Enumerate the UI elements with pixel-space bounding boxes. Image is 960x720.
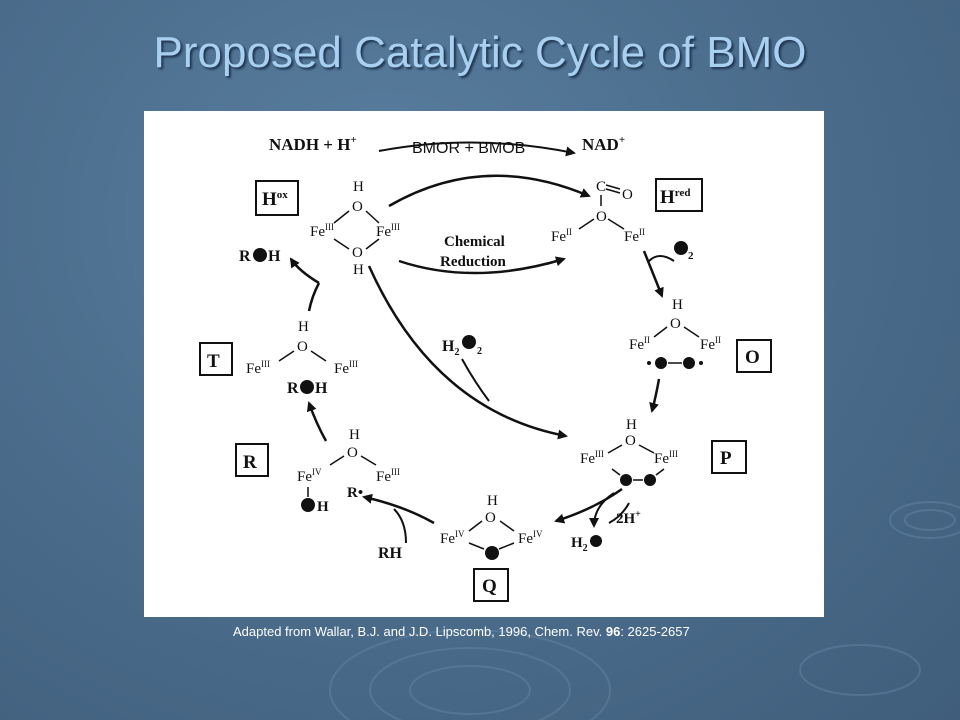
svg-text:O: O	[485, 510, 496, 526]
svg-text:FeII: FeII	[629, 335, 650, 353]
p-to-q-arrow	[554, 487, 623, 524]
t-structure: H O FeIII FeIII R H	[246, 319, 358, 397]
h2o2-label: H2 2	[442, 335, 482, 358]
state-hox-label: Hox	[262, 189, 288, 210]
h2o-product: H2	[571, 535, 602, 554]
svg-text:H: H	[353, 179, 364, 195]
h2o2-feed-arrow	[461, 358, 490, 402]
chemical-reduction-label-1: Chemical	[444, 234, 505, 250]
svg-text:H: H	[349, 427, 360, 443]
reduction-arrow-top	[388, 174, 591, 208]
svg-text:FeIII: FeIII	[376, 222, 400, 240]
state-box-r	[235, 443, 269, 477]
svg-text:FeIV: FeIV	[297, 467, 322, 485]
o-structure: H O FeII FeII	[629, 297, 721, 369]
state-box-q	[473, 568, 509, 602]
state-box-hred	[655, 178, 703, 212]
rh-feed-arrow	[393, 508, 407, 544]
svg-text:FeIII: FeIII	[310, 222, 334, 240]
svg-text:O: O	[670, 316, 681, 332]
citation-pages: : 2625-2657	[620, 624, 690, 639]
hred-to-o-arrow	[642, 250, 664, 298]
svg-text:C: C	[596, 179, 606, 195]
svg-text:2: 2	[477, 346, 482, 357]
t-to-hox-arrow	[289, 257, 320, 285]
o2-dot	[674, 241, 688, 255]
svg-text:H: H	[315, 380, 328, 397]
o2-feed-arrow	[648, 255, 675, 262]
o-to-p-arrow	[649, 378, 661, 413]
nadh-label: NADH + H+	[269, 134, 357, 154]
svg-text:R: R	[239, 248, 251, 265]
svg-text:H: H	[268, 248, 281, 265]
q-structure: H O FeIV FeIV	[440, 493, 543, 560]
state-box-t	[199, 342, 233, 376]
svg-text:FeIII: FeIII	[246, 359, 270, 377]
svg-text:H: H	[298, 319, 309, 335]
h2o-release-arrow	[589, 492, 615, 528]
svg-text:FeIV: FeIV	[518, 529, 543, 547]
svg-text:FeIII: FeIII	[334, 359, 358, 377]
chemical-reduction-label-2: Reduction	[440, 254, 506, 270]
nadh-to-nad-arrow	[378, 141, 576, 157]
svg-text:O: O	[297, 339, 308, 355]
svg-text:O: O	[352, 245, 363, 261]
catalytic-cycle-figure: NADH + H+ BMOR + BMOB NAD+ Chemical Redu…	[144, 111, 824, 617]
svg-text:O: O	[622, 187, 633, 203]
svg-text:FeII: FeII	[624, 227, 645, 245]
hox-to-p-shunt-arrow	[367, 265, 568, 440]
o2-subscript: 2	[688, 250, 694, 262]
nad-label: NAD+	[582, 134, 625, 154]
svg-text:O: O	[625, 433, 636, 449]
svg-text:O: O	[596, 209, 607, 225]
svg-text:H: H	[353, 262, 364, 278]
state-hred-label: Hred	[660, 187, 690, 208]
svg-text:R: R	[287, 380, 299, 397]
svg-text:H: H	[626, 417, 637, 433]
svg-text:H: H	[487, 493, 498, 509]
two-h-label: 2H+	[616, 509, 641, 527]
hox-structure: H O O H FeIII FeIII	[310, 179, 400, 278]
rh-label: RH	[378, 545, 403, 562]
state-box-o	[736, 339, 772, 373]
svg-text:FeIV: FeIV	[440, 529, 465, 547]
svg-text:H2: H2	[442, 338, 459, 358]
svg-text:FeIII: FeIII	[376, 467, 400, 485]
r-to-t-arrow	[306, 401, 328, 442]
state-box-hox	[255, 180, 299, 216]
svg-text:FeIII: FeIII	[654, 449, 678, 467]
state-box-p	[711, 440, 747, 474]
state-r-label: R	[243, 452, 257, 473]
svg-text:O: O	[352, 199, 363, 215]
t-arrow-tail	[307, 282, 321, 312]
svg-text:R•: R•	[347, 485, 363, 501]
svg-text:FeII: FeII	[551, 227, 572, 245]
hred-structure: C O O FeII FeII	[551, 179, 645, 245]
state-p-label: P	[720, 448, 732, 469]
q-to-r-arrow	[362, 493, 435, 525]
r-structure: H O FeIV FeIII H R•	[297, 427, 400, 515]
svg-text:O: O	[347, 445, 358, 461]
state-q-label: Q	[482, 576, 497, 597]
roh-product-1: R H	[239, 248, 281, 265]
state-t-label: T	[207, 351, 220, 372]
two-h-feed-arrow	[608, 502, 630, 524]
citation-caption: Adapted from Wallar, B.J. and J.D. Lipsc…	[233, 624, 853, 639]
slide-title: Proposed Catalytic Cycle of BMO	[153, 28, 807, 77]
svg-text:FeIII: FeIII	[580, 449, 604, 467]
svg-text:H: H	[672, 297, 683, 313]
svg-text:H2: H2	[571, 535, 588, 554]
citation-volume: 96	[605, 624, 621, 639]
chemical-reduction-arrow	[398, 256, 566, 275]
p-structure: H O FeIII FeIII	[580, 417, 678, 486]
svg-text:H: H	[317, 499, 329, 515]
catalytic-cycle-diagram: NADH + H+ BMOR + BMOB NAD+ Chemical Redu…	[199, 134, 772, 602]
svg-text:FeII: FeII	[700, 335, 721, 353]
citation-text: Adapted from Wallar, B.J. and J.D. Lipsc…	[233, 624, 606, 639]
state-o-label: O	[745, 347, 760, 368]
